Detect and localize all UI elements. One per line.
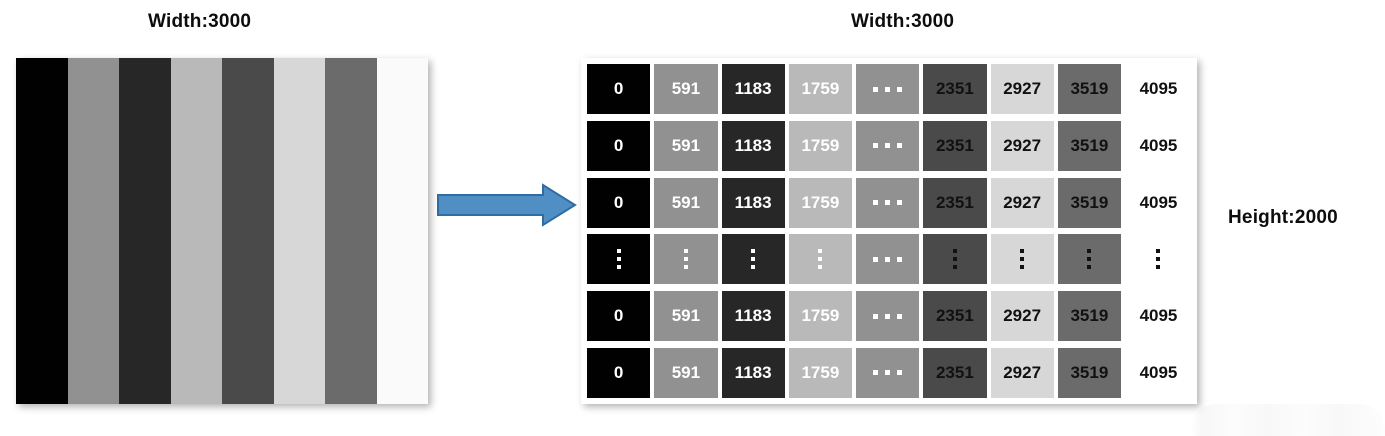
matrix-cell: 4095: [1125, 64, 1192, 114]
image-stripe: [222, 58, 274, 404]
matrix-cell: 1759: [788, 120, 852, 171]
matrix-cell: 2927: [990, 347, 1054, 398]
matrix-cell: 3519: [1057, 177, 1121, 228]
matrix-cell: 2351: [923, 177, 987, 228]
matrix-cell: 591: [654, 64, 718, 114]
vertical-ellipsis-icon: [818, 249, 823, 270]
matrix-cell: [1125, 234, 1192, 285]
matrix-cell: 591: [654, 291, 718, 342]
matrix-cell: [856, 177, 920, 228]
matrix-cell: 1183: [721, 347, 785, 398]
image-stripe: [325, 58, 377, 404]
flow-arrow: [437, 183, 577, 227]
horizontal-ellipsis-icon: [873, 256, 903, 262]
matrix-cell: 3519: [1057, 347, 1121, 398]
horizontal-ellipsis-icon: [873, 86, 903, 92]
matrix-cell: 4095: [1125, 291, 1192, 342]
matrix-cell: 2927: [990, 64, 1054, 114]
image-stripe: [119, 58, 171, 404]
matrix-cell: 4095: [1125, 120, 1192, 171]
vertical-ellipsis-icon: [1020, 249, 1025, 270]
matrix-cell: 2927: [990, 291, 1054, 342]
horizontal-ellipsis-icon: [873, 200, 903, 206]
matrix-cell: 1759: [788, 347, 852, 398]
matrix-cell: 2927: [990, 177, 1054, 228]
matrix-cell: 591: [654, 120, 718, 171]
matrix-cell: 3519: [1057, 291, 1121, 342]
matrix-cell: 1183: [721, 291, 785, 342]
matrix-cell: 0: [587, 177, 651, 228]
matrix-cell: 0: [587, 120, 651, 171]
vertical-ellipsis-icon: [751, 249, 756, 270]
horizontal-ellipsis-icon: [873, 143, 903, 149]
matrix-cell: [856, 291, 920, 342]
source-image-width-label: Width:3000: [148, 11, 252, 32]
matrix-cell: 0: [587, 347, 651, 398]
matrix-cell: 0: [587, 64, 651, 114]
matrix-cell: 591: [654, 347, 718, 398]
matrix-cell: 4095: [1125, 177, 1192, 228]
matrix-cell: [654, 234, 718, 285]
horizontal-ellipsis-icon: [873, 313, 903, 319]
horizontal-ellipsis-icon: [873, 370, 903, 376]
matrix-cell: 2927: [990, 120, 1054, 171]
image-stripe: [376, 58, 428, 404]
matrix-cell: [923, 234, 987, 285]
matrix-cell: [788, 234, 852, 285]
right-arrow-icon: [437, 183, 577, 227]
matrix-cell: 2351: [923, 64, 987, 114]
matrix-height-label: Height:2000: [1228, 207, 1338, 228]
image-stripe: [16, 58, 68, 404]
matrix-cell: 3519: [1057, 120, 1121, 171]
matrix-cell: 1183: [721, 64, 785, 114]
vertical-ellipsis-icon: [1156, 249, 1161, 270]
matrix-cell: 1759: [788, 291, 852, 342]
matrix-cell: 2351: [923, 291, 987, 342]
matrix-cell: 3519: [1057, 64, 1121, 114]
matrix-cell: [1057, 234, 1121, 285]
matrix-row: [587, 234, 1192, 285]
matrix-cell: 0: [587, 291, 651, 342]
matrix-cell: 1183: [721, 177, 785, 228]
matrix-cell: [990, 234, 1054, 285]
vertical-ellipsis-icon: [1087, 249, 1092, 270]
matrix-cell: [856, 64, 920, 114]
vertical-ellipsis-icon: [952, 249, 957, 270]
vertical-ellipsis-icon: [616, 249, 621, 270]
matrix-cell: [856, 347, 920, 398]
matrix-width-label: Width:3000: [851, 11, 955, 32]
vertical-ellipsis-icon: [683, 249, 688, 270]
matrix-cell: 2351: [923, 347, 987, 398]
image-stripe: [273, 58, 325, 404]
matrix-cell: 1759: [788, 64, 852, 114]
matrix-cell: 1759: [788, 177, 852, 228]
matrix-cell: 4095: [1125, 347, 1192, 398]
matrix-cell: [856, 120, 920, 171]
matrix-cell: 1183: [721, 120, 785, 171]
image-stripe: [170, 58, 222, 404]
matrix-cell: [721, 234, 785, 285]
source-stripe-image: [16, 58, 428, 404]
background-ghost-artifact: [1190, 404, 1385, 436]
matrix-cell: [856, 234, 920, 285]
image-stripe: [67, 58, 119, 404]
matrix-cell: 591: [654, 177, 718, 228]
matrix-cell: [587, 234, 651, 285]
matrix-cell: 2351: [923, 120, 987, 171]
